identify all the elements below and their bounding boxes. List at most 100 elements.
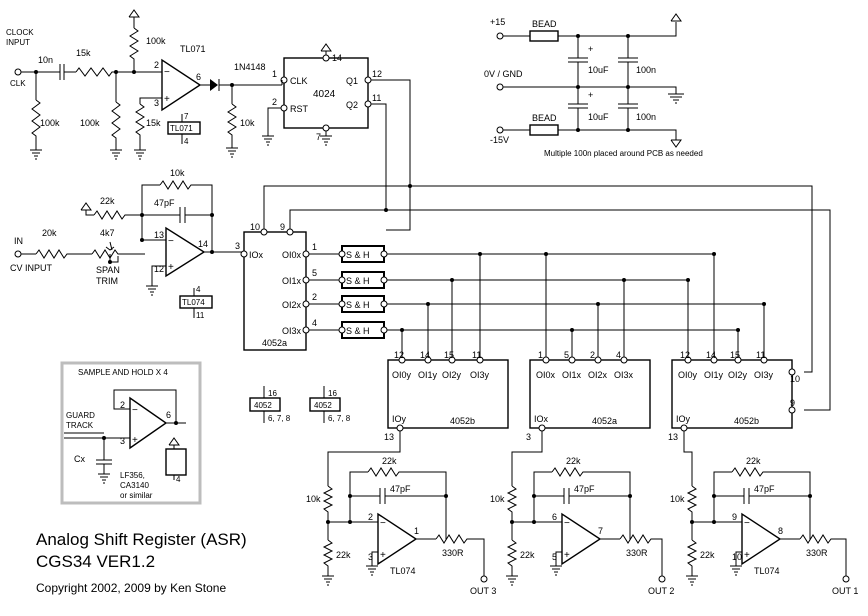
mux-in-pin: 3 (235, 241, 240, 251)
cv-opamp-pin-13: 13 (154, 230, 164, 240)
output-r-top-0 (322, 485, 334, 522)
counter-4024-body (283, 57, 369, 129)
output-r-bot-2 (686, 539, 698, 576)
mux-in-label: IOx (249, 250, 264, 260)
c-feedback-label: 47pF (154, 198, 175, 208)
cv-opamp (165, 226, 206, 278)
output-r-fb-label-2: 22k (746, 456, 761, 466)
sh-opamp (129, 396, 168, 450)
tl071-opamp (161, 58, 202, 112)
demux-1-pin-3: 4 (616, 350, 621, 360)
mux-a-pin: 10 (250, 222, 260, 232)
output-r-out-label-0: 330R (442, 548, 464, 558)
counter-q1-label: Q1 (346, 76, 358, 86)
mux-out-pin-1: 5 (312, 268, 317, 278)
output-label-0: OUT 3 (470, 586, 496, 596)
sample-hold-detail: SAMPLE AND HOLD X 4 GUARD TRACK − + 2 3 … (60, 361, 202, 505)
sh-track-label: TRACK (66, 421, 94, 430)
tl074-ref-label: TL074 (182, 298, 205, 307)
svg-text:−: − (380, 518, 386, 529)
elec-cap-label-2: 10uF (588, 112, 609, 122)
bead-pos-label: BEAD (532, 19, 557, 29)
r-trim-label: 22k (100, 196, 115, 206)
span-label: SPAN (96, 265, 120, 275)
output-label-1: OUT 2 (648, 586, 674, 596)
tl071-pwr-pin7: 7 (184, 112, 189, 121)
demux-1-pin-1: 5 (564, 350, 569, 360)
title-block: Analog Shift Register (ASR) CGS34 VER1.2… (36, 530, 247, 595)
bead-neg-label: BEAD (532, 113, 557, 123)
r-feedback-label: 10k (170, 168, 185, 178)
output-r-top-label-1: 10k (490, 494, 505, 504)
sh-part-3: or similar (120, 491, 153, 500)
counter-clk-label: CLK (290, 76, 308, 86)
cv-pwr-pin4: 4 (196, 285, 201, 294)
copyright-text: Copyright 2002, 2009 by Ken Stone (36, 581, 226, 595)
sh-pin-2: 2 (120, 400, 125, 410)
demux-2-pin-2: 15 (730, 350, 740, 360)
clock-input-section: CLOCK INPUT CLK 100k 10n 15k 100k 100k 1… (6, 9, 282, 160)
cv-opamp-pin-14: 14 (198, 239, 208, 249)
ferrite-bead-neg (529, 124, 559, 136)
counter-pin-14: 14 (332, 53, 342, 63)
output-r-top-1 (506, 485, 518, 522)
mux-out-pin-circle-0 (302, 250, 310, 258)
demux-0-label-2: OI2y (442, 370, 462, 380)
r-pullup-label: 100k (146, 36, 166, 46)
r-in-label: 20k (42, 228, 57, 238)
tl071-power-ref (167, 121, 201, 135)
output-opamp-minus-pin-1: 6 (552, 512, 557, 522)
mux-out-pin-circle-3 (302, 326, 310, 334)
pwr-ref-1-gnd: 6, 7, 8 (268, 414, 291, 423)
svg-text:+: + (564, 550, 570, 561)
tl071-pin-2: 2 (154, 60, 159, 70)
demux-0-pin-2: 15 (444, 350, 454, 360)
demux-1-label-2: OI2x (588, 370, 608, 380)
mux-out-label-0: OI0x (282, 250, 302, 260)
tl071-ref-label: TL071 (170, 124, 193, 133)
output-opamp-plus-pin-0: 3 (368, 552, 373, 562)
cv-input-section: IN CV INPUT 20k 4k7 SPAN TRIM 22k 10k 47… (10, 168, 242, 320)
sh-part-2: CA3140 (120, 481, 149, 490)
sh-part-1: LF356, (120, 471, 145, 480)
tl071-pin-3: 3 (154, 98, 159, 108)
svg-text:+: + (168, 262, 174, 273)
ferrite-bead-pos (529, 30, 559, 42)
mux-power-ref-1: 16 4052 6, 7, 8 (249, 386, 291, 423)
output-c-fb-label-2: 47pF (754, 484, 775, 494)
output-opamp-label-0: TL074 (390, 566, 416, 576)
demux-2-io-pin: 13 (668, 432, 678, 442)
demux-0-io-pin: 13 (384, 432, 394, 442)
demux-2-pin-0: 12 (680, 350, 690, 360)
demux-0-label-0: OI0y (392, 370, 412, 380)
svg-text:+: + (380, 550, 386, 561)
pwr-ref-1-vdd: 16 (268, 389, 277, 398)
cv-in-label: IN (14, 236, 23, 246)
sh-pin-3: 3 (120, 436, 125, 446)
output-opamp-minus-pin-2: 9 (732, 512, 737, 522)
span-trim-pot (91, 249, 145, 259)
output-r-out-0 (435, 534, 485, 576)
demux-2-pin-3: 11 (756, 350, 765, 360)
output-terminal-0 (480, 575, 488, 583)
title-line-2: CGS34 VER1.2 (36, 552, 155, 571)
r-bias2-label: 15k (146, 118, 161, 128)
cer-cap-label-1: 100n (636, 65, 656, 75)
mux-out-pin-3: 4 (312, 318, 317, 328)
demux-1-label-1: OI1x (562, 370, 582, 380)
demux-1-label-0: OI0x (536, 370, 556, 380)
demux-2-label-2: OI2y (728, 370, 748, 380)
demux-1-label-3: OI3x (614, 370, 634, 380)
demux-2-a-pin: 10 (790, 374, 800, 384)
counter-pin-12: 12 (372, 69, 382, 79)
mux-out-label-1: OI1x (282, 276, 302, 286)
output-opamp-plus-pin-1: 5 (552, 552, 557, 562)
svg-text:−: − (132, 405, 138, 416)
clock-input-gnd-resistor (31, 99, 41, 150)
sh-block-label-1: S & H (346, 276, 370, 286)
